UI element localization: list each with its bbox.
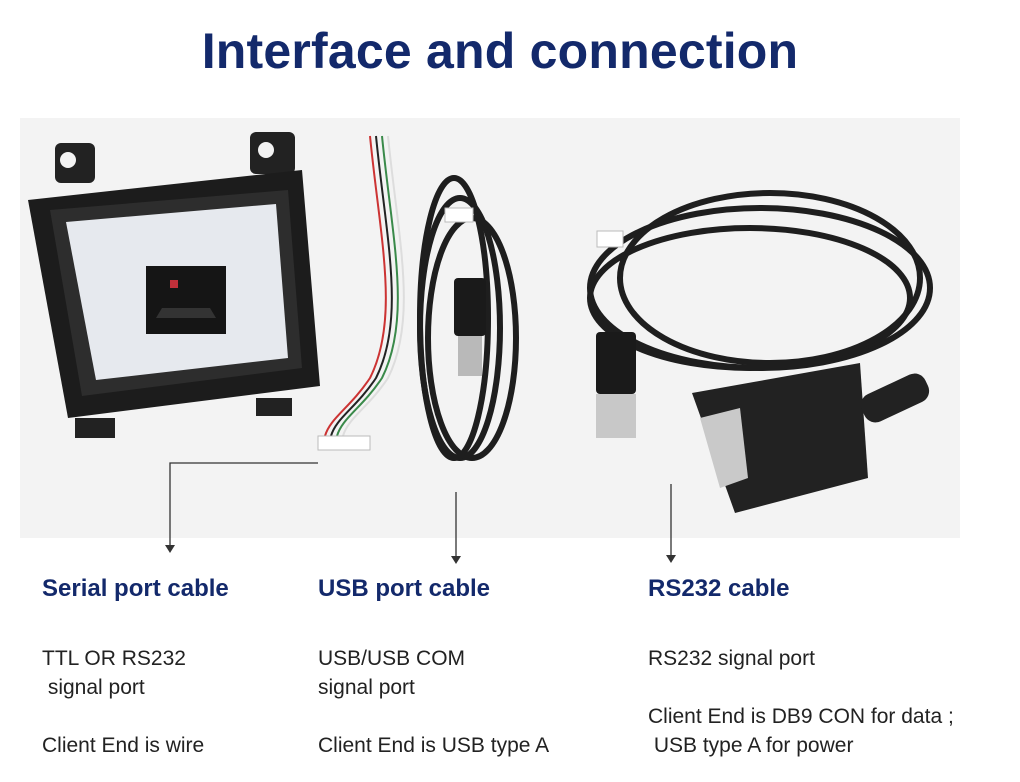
rs232-usb-plug-metal [596,394,636,438]
serial-connector [317,435,371,451]
product-photo [20,118,960,538]
rs232-cable [587,190,933,371]
usb-port-desc-line-1: USB/USB COM [318,647,466,670]
serial-port-desc-line-2: signal port [42,676,145,699]
usb-plug-metal [458,336,482,376]
serial-port-heading: Serial port cable [42,575,229,602]
scanner-module [28,132,320,438]
usb-cable [417,175,519,461]
rs232-cable-connector [596,230,624,248]
serial-port-column: Serial port cable TTL OR RS232 signal po… [42,575,229,760]
rs232-column: RS232 cable RS232 signal port Client End… [648,575,954,760]
usb-cable-connector [444,207,474,223]
serial-port-desc-line-1: TTL OR RS232 [42,647,186,670]
serial-port-client-end: Client End is wire [42,734,205,757]
rs232-usb-plug-body [596,332,636,394]
usb-port-column: USB port cable USB/USB COM signal port C… [318,575,549,760]
serial-wires [324,135,405,437]
rs232-client-end-line-2: USB type A for power [648,734,854,757]
db9-connector [692,363,930,513]
rs232-desc-line-1: RS232 signal port [648,647,815,670]
usb-port-heading: USB port cable [318,575,491,602]
usb-port-client-end: Client End is USB type A [318,734,550,757]
usb-port-desc-line-2: signal port [318,676,415,699]
page-title: Interface and connection [201,23,799,79]
rs232-client-end-line-1: Client End is DB9 CON for data ; [648,705,954,728]
rs232-heading: RS232 cable [648,575,790,602]
usb-plug-body [454,278,486,336]
